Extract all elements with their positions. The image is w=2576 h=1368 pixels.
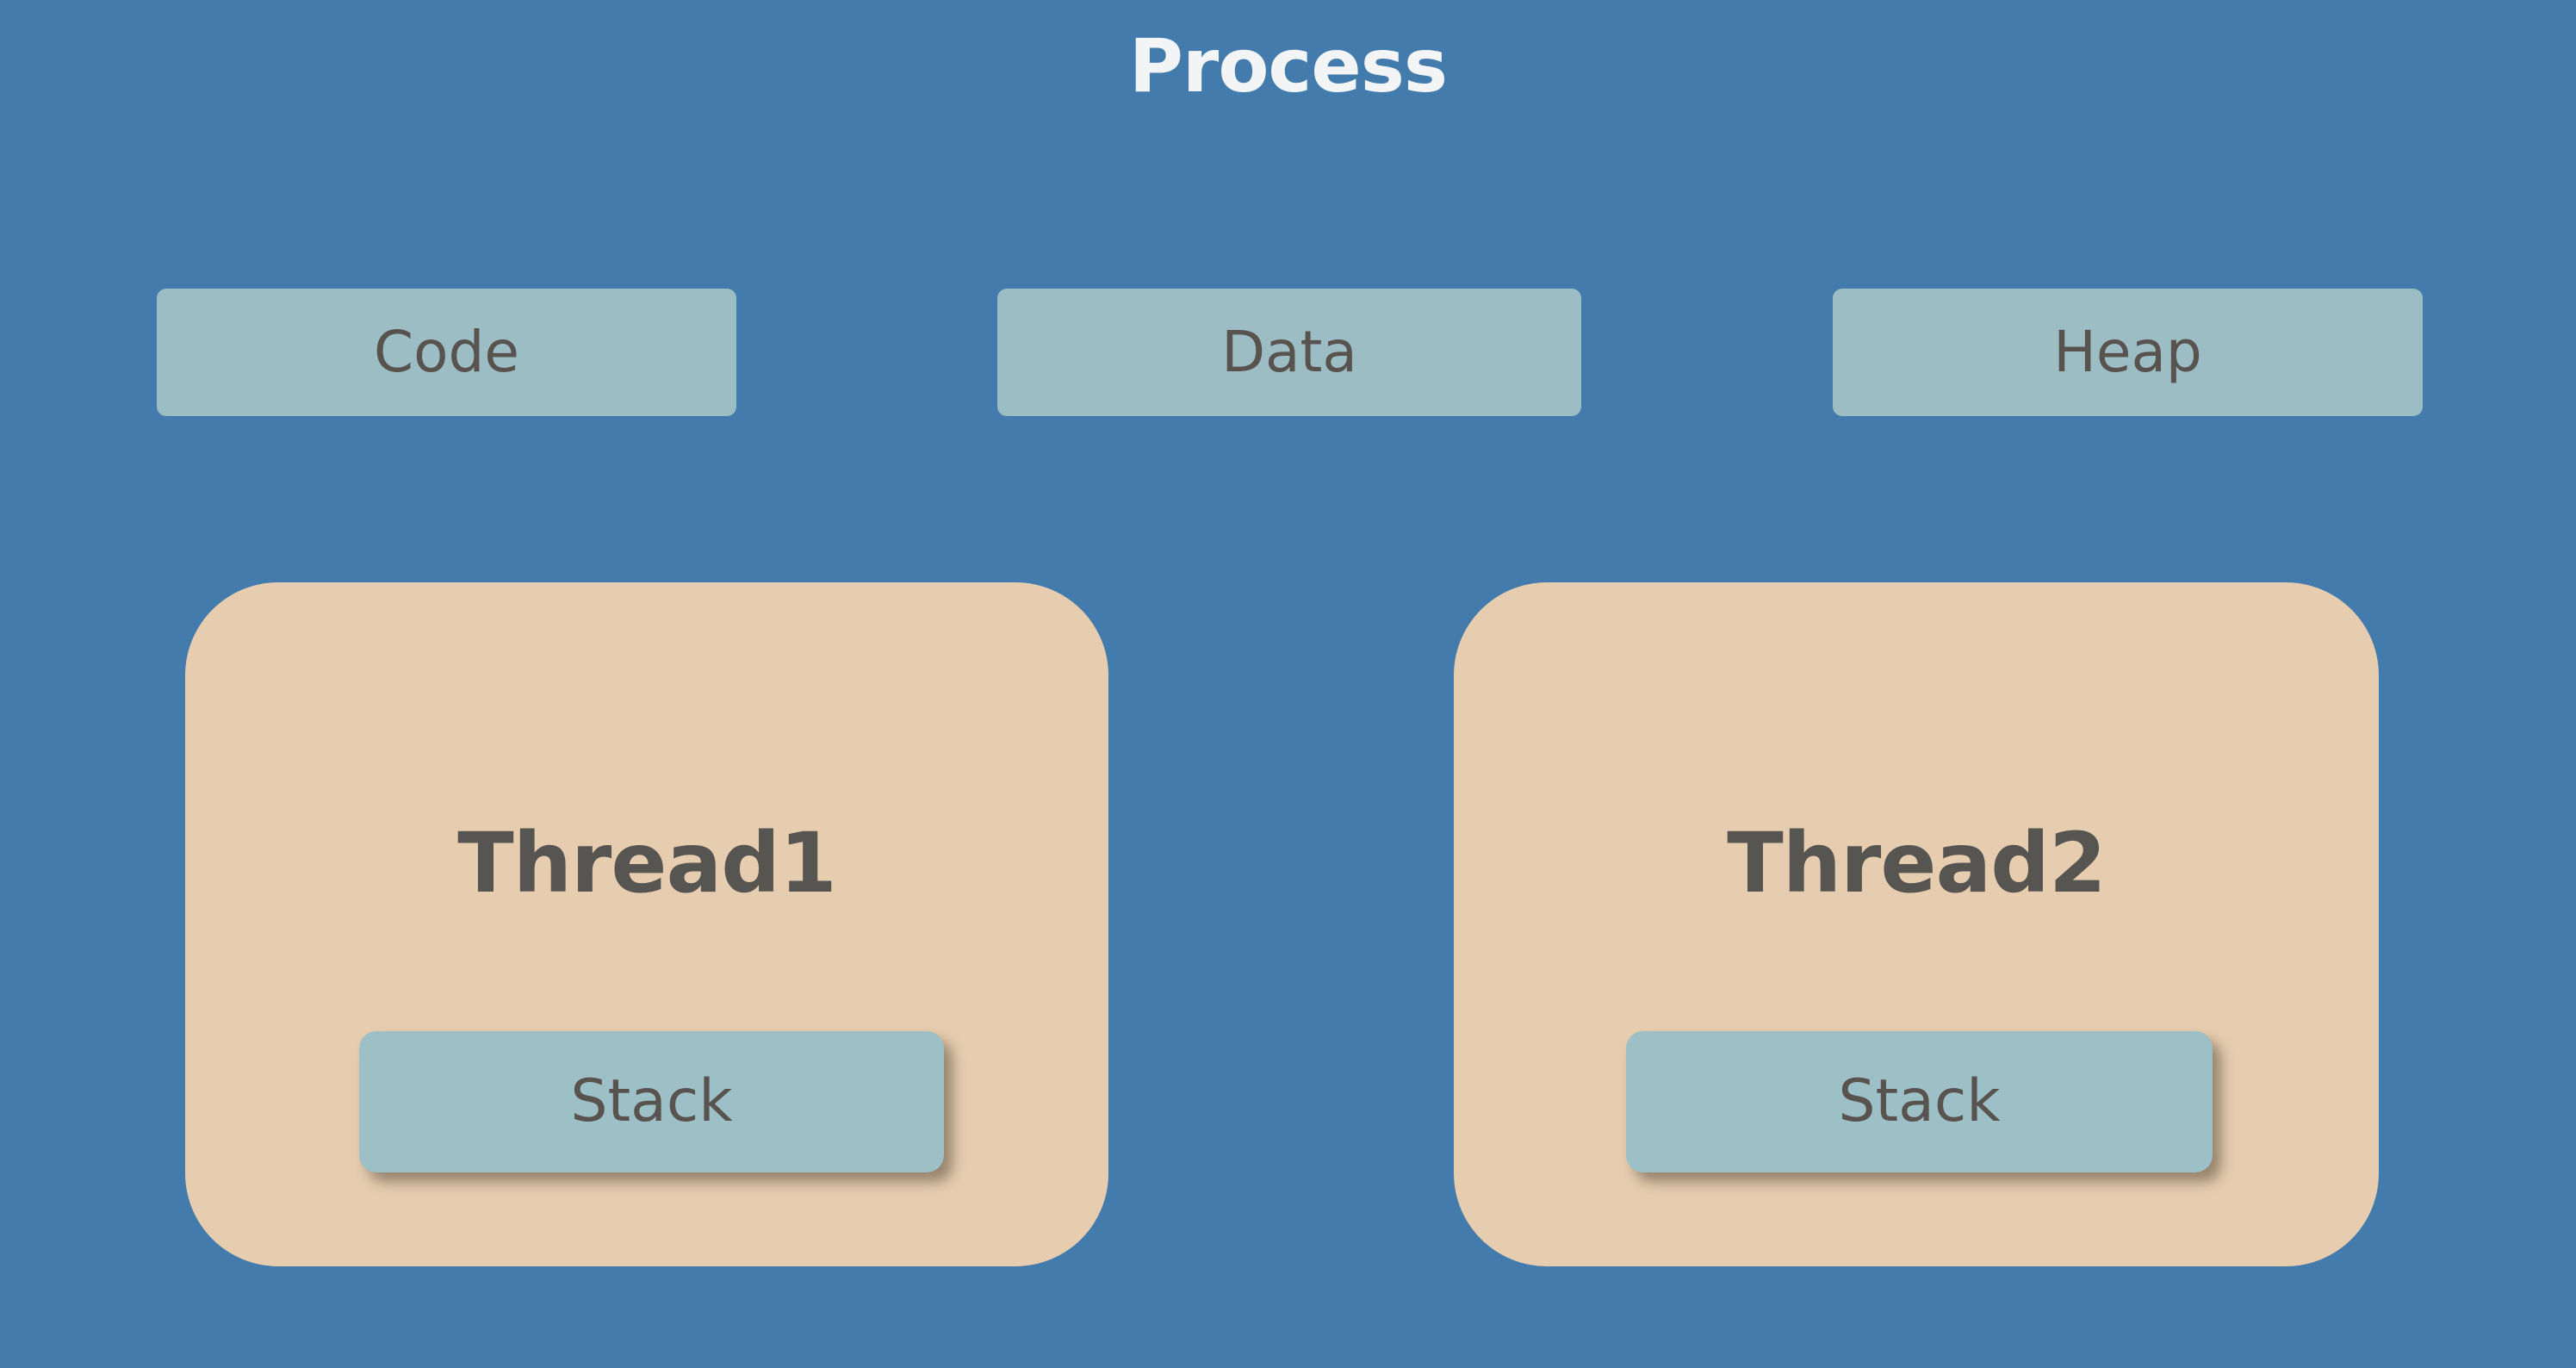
memory-segment-data-label: Data — [1221, 319, 1357, 385]
thread-2-stack-label: Stack — [1838, 1067, 2001, 1135]
memory-segment-heap-label: Heap — [2053, 319, 2202, 385]
memory-segment-code-label: Code — [374, 319, 519, 385]
memory-segment-heap: Heap — [1833, 289, 2423, 416]
thread-1-stack-label: Stack — [570, 1067, 733, 1135]
thread-card-1-label: Thread1 — [457, 815, 837, 911]
thread-2-stack-box: Stack — [1626, 1031, 2213, 1172]
thread-card-1: Thread1 Stack — [185, 582, 1108, 1266]
thread-card-2-label: Thread2 — [1727, 815, 2107, 911]
thread-1-stack-box: Stack — [359, 1031, 944, 1172]
memory-segment-code: Code — [157, 289, 736, 416]
memory-segment-data: Data — [997, 289, 1581, 416]
page-title: Process — [1128, 23, 1448, 109]
thread-card-2: Thread2 Stack — [1454, 582, 2379, 1266]
